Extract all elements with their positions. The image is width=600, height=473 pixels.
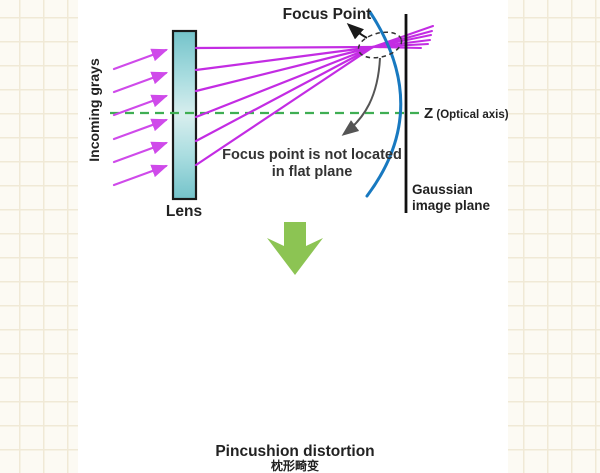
focus-point-pointer-arrow [346, 23, 368, 40]
down-arrow-icon [267, 222, 323, 275]
grid-line [221, 416, 377, 432]
grid-line [238, 346, 361, 349]
grid-line [227, 399, 371, 412]
grid-line [343, 290, 357, 426]
grid-line [238, 366, 361, 369]
grid-line [308, 300, 312, 416]
focus-point-label: Focus Point [283, 6, 372, 23]
converging-rays [194, 45, 375, 167]
grid-line [232, 320, 366, 330]
pincushion-caption-zh: 枕形畸变 [271, 458, 319, 473]
grid-line [287, 300, 291, 416]
grid-line [274, 298, 281, 418]
grid-line [259, 295, 269, 422]
z-axis-letter: Z [424, 105, 433, 122]
incoming-rays-label: Incoming grays [86, 58, 102, 162]
ray-line [112, 94, 169, 117]
grid-line [221, 284, 238, 432]
lens-label: Lens [166, 203, 202, 220]
pincushion-caption: Pincushion distortion [215, 443, 374, 460]
grid-line [236, 376, 363, 383]
ray-line [112, 141, 169, 164]
grid-line [360, 284, 377, 432]
grid-line [317, 298, 324, 418]
ray-line [194, 45, 375, 93]
grid-line [221, 284, 377, 300]
ray-line [194, 45, 375, 119]
note-line1: Focus point is not located [222, 147, 402, 163]
pincushion-distortion-grid [221, 284, 377, 432]
gaussian-plane-label-line2: image plane [412, 198, 491, 213]
ray-line [194, 45, 375, 143]
ray-line [112, 164, 169, 187]
optical-axis-paren: (Optical axis) [433, 109, 509, 121]
ray-line [112, 48, 169, 71]
grid-line [236, 334, 363, 341]
ray-line [194, 45, 375, 50]
note-line2: in flat plane [272, 164, 353, 180]
ray-line [194, 45, 375, 167]
ray-line [194, 45, 375, 72]
curved-focal-surface [365, 10, 403, 198]
ray-line [112, 118, 169, 141]
incoming-rays [112, 48, 169, 187]
focus-region-ellipse [357, 31, 403, 59]
grid-line [232, 386, 366, 396]
gaussian-plane-label-line1: Gaussian [412, 182, 473, 197]
optical-axis-label: Z (Optical axis) [424, 105, 509, 122]
grid-line [227, 304, 371, 317]
ray-line [372, 46, 422, 49]
lens-shape [171, 29, 198, 201]
grid-line [242, 290, 256, 426]
grid-line [329, 295, 339, 422]
ray-line [112, 71, 169, 94]
note-pointer-arrow [341, 57, 381, 136]
